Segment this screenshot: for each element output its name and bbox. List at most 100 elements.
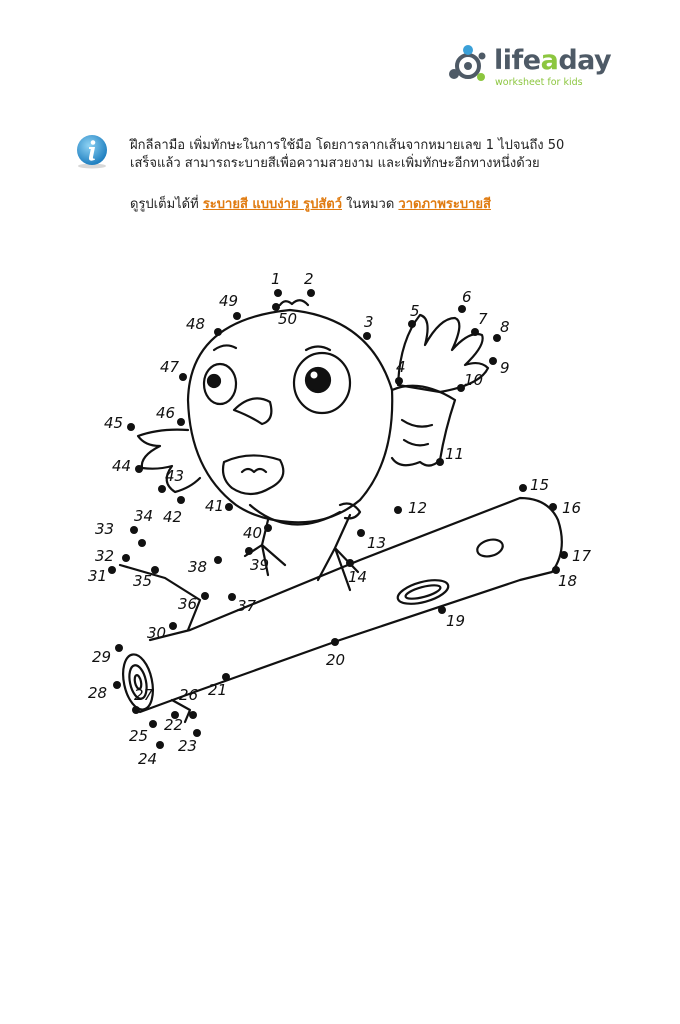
number-49: 49 [219,292,238,310]
number-31: 31 [88,567,107,585]
number-17: 17 [572,547,592,565]
number-10: 10 [464,371,483,389]
belly-pattern [221,454,285,496]
branch-outline [138,496,563,714]
number-18: 18 [558,572,577,590]
dot-24 [156,741,164,749]
instructions-text: ฝึกลีลามือ เพิ่มทักษะในการใช้มือ โดยการล… [130,137,610,173]
dot-38 [214,556,222,564]
left-eye [202,362,238,406]
number-46: 46 [156,404,175,422]
number-48: 48 [186,315,205,333]
dot-17 [560,551,568,559]
number-50: 50 [278,310,297,328]
number-19: 19 [446,612,465,630]
dot-28 [113,681,121,689]
link-easy-animal-coloring[interactable]: ระบายสี แบบง่าย รูปสัตว์ [202,197,343,212]
instructions-line-1: ฝึกลีลามือ เพิ่มทักษะในการใช้มือ โดยการล… [130,138,565,153]
number-23: 23 [178,737,197,755]
logo-molecule-icon [449,45,486,81]
dot-32 [122,554,130,562]
number-25: 25 [129,727,148,745]
dot-7 [471,328,479,336]
number-36: 36 [178,595,197,613]
number-15: 15 [530,476,549,494]
lifeaday-logo: lifeaday worksheet for kids [446,42,612,94]
dot-13 [357,529,365,537]
number-14: 14 [348,568,367,586]
number-42: 42 [163,508,182,526]
beak [232,397,273,426]
number-33: 33 [95,520,114,538]
number-28: 28 [88,684,107,702]
raised-wing-feathers [396,313,490,394]
dot-44 [135,465,143,473]
dot-10 [457,384,465,392]
branch-knot [396,579,450,605]
dot-27 [132,706,140,714]
number-44: 44 [112,457,131,475]
number-13: 13 [367,534,386,552]
number-37: 37 [237,597,257,615]
number-39: 39 [250,556,269,574]
dot-31 [108,566,116,574]
number-6: 6 [462,288,472,306]
dot-20 [331,638,339,646]
dot-14 [346,559,354,567]
dot-9 [489,357,497,365]
number-45: 45 [104,414,123,432]
dot-3 [363,332,371,340]
dot-49 [233,312,241,320]
right-eye [292,351,352,415]
number-9: 9 [500,359,510,377]
number-11: 11 [445,445,464,463]
dot-21 [222,673,230,681]
number-4: 4 [396,358,406,376]
right-leg [316,513,360,592]
dot-15 [519,484,527,492]
number-34: 34 [134,507,153,525]
number-2: 2 [304,270,314,288]
link-coloring-category[interactable]: วาดภาพระบายสี [398,197,491,212]
links-middle: ในหมวด [346,197,395,212]
number-1: 1 [271,270,281,288]
number-3: 3 [364,313,374,331]
number-5: 5 [410,302,420,320]
dot-11 [436,458,444,466]
dot-16 [549,503,557,511]
number-29: 29 [92,648,111,666]
number-38: 38 [188,558,207,576]
number-8: 8 [500,318,510,336]
bird-body-outline [186,308,394,524]
dot-to-dot-bird-drawing: 1 2 3 4 5 6 7 8 9 10 11 12 13 14 15 16 1… [88,270,592,768]
dot-41 [225,503,233,511]
number-16: 16 [562,499,581,517]
dot-37 [228,593,236,601]
puzzle-dots [108,289,568,749]
logo-tagline: worksheet for kids [495,77,583,88]
number-35: 35 [133,572,152,590]
dot-46 [177,418,185,426]
number-22: 22 [164,716,183,734]
dot-23 [193,729,201,737]
dot-1 [274,289,282,297]
dot-30 [169,622,177,630]
dot-45 [127,423,135,431]
dot-33 [130,526,138,534]
branch-knot [476,538,504,558]
info-icon [77,135,107,169]
dot-48 [214,328,222,336]
dot-34 [138,539,146,547]
dot-50 [272,303,280,311]
puzzle-numbers: 1 2 3 4 5 6 7 8 9 10 11 12 13 14 15 16 1… [88,270,592,768]
number-43: 43 [165,467,184,485]
instructions-line-2: เสร็จแล้ว สามารถระบายสีเพื่อความสวยงาม แ… [130,156,540,171]
dot-39 [245,547,253,555]
dot-4 [395,377,403,385]
see-full-picture-line: ดูรูปเต็มได้ที่ ระบายสี แบบง่าย รูปสัตว์… [130,196,610,214]
number-47: 47 [160,358,180,376]
dot-12 [394,506,402,514]
dot-42 [177,496,185,504]
dot-29 [115,644,123,652]
number-12: 12 [408,499,427,517]
